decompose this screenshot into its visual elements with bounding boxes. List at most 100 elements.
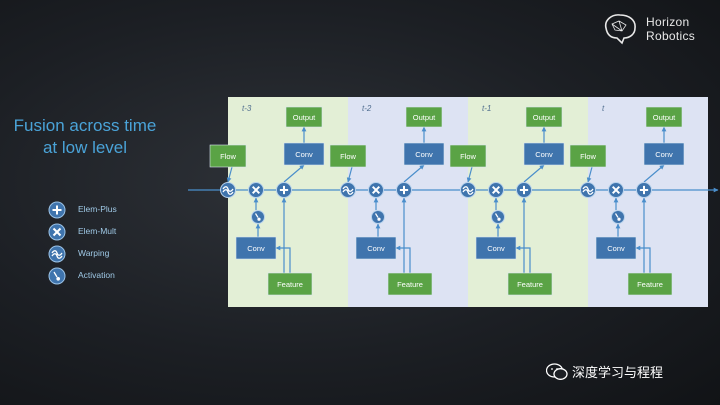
output-box-label: Output — [653, 113, 676, 122]
feature-box-shape — [627, 272, 673, 296]
time-step-panel — [588, 97, 708, 307]
output-box-shape — [285, 106, 323, 128]
flow-box-shape — [449, 144, 487, 168]
times-icon — [48, 223, 66, 241]
conv-box-label: Conv — [535, 150, 553, 159]
flow-box: Flow — [329, 144, 367, 168]
activation-icon — [611, 210, 625, 224]
activation-dot — [257, 217, 261, 221]
flow-box-label: Flow — [220, 152, 236, 161]
brain-logo-icon — [604, 14, 636, 45]
conv-box-shape — [475, 236, 517, 260]
times-icon — [608, 182, 624, 198]
conv-box-shape — [523, 142, 565, 166]
connector-line — [586, 166, 593, 183]
activation-icon — [48, 267, 66, 285]
warp-glyph — [342, 186, 354, 195]
times-icon — [488, 182, 504, 198]
conv-box: Conv — [235, 236, 277, 260]
connector-line — [226, 166, 233, 183]
plus-icon — [516, 182, 532, 198]
conv-box-label: Conv — [607, 244, 625, 253]
output-box-label: Output — [413, 113, 436, 122]
conv-box-label: Conv — [487, 244, 505, 253]
flow-box-label: Flow — [340, 152, 356, 161]
time-step-label: t-1 — [482, 104, 491, 113]
time-step-label: t-3 — [242, 104, 252, 113]
title-line-1: Fusion across time — [13, 116, 157, 135]
connector-line — [395, 245, 411, 273]
warp-icon — [580, 182, 596, 198]
times-glyph — [371, 185, 381, 195]
conv-box-shape — [283, 142, 325, 166]
conv-box: Conv — [643, 142, 685, 166]
activation-icon — [371, 210, 385, 224]
conv-box-shape — [355, 236, 397, 260]
time-step-label: t — [602, 104, 605, 113]
conv-box-shape — [595, 236, 637, 260]
activation-dot — [497, 217, 501, 221]
conv-box: Conv — [475, 236, 517, 260]
conv-box-shape — [403, 142, 445, 166]
activation-icon — [251, 210, 265, 224]
activation-glyph — [614, 213, 619, 218]
activation-dot — [377, 217, 381, 221]
connector-line — [275, 245, 291, 273]
conv-box-label: Conv — [367, 244, 385, 253]
output-box-shape — [525, 106, 563, 128]
warp-icon — [340, 182, 356, 198]
legend-label: Elem-Plus — [78, 204, 117, 214]
time-step-panel — [228, 97, 348, 307]
legend-item-activation: Activation — [46, 266, 146, 288]
plus-glyph — [519, 185, 529, 195]
output-box: Output — [405, 106, 443, 128]
plus-icon — [636, 182, 652, 198]
slide-title: Fusion across time at low level — [0, 115, 170, 159]
connector-line — [515, 245, 531, 273]
output-box-label: Output — [533, 113, 556, 122]
warp-icon — [220, 182, 236, 198]
feature-box-shape — [507, 272, 553, 296]
times-glyph — [251, 185, 261, 195]
feature-box-shape — [387, 272, 433, 296]
connector-line — [283, 164, 305, 183]
output-box-shape — [405, 106, 443, 128]
footer-text: 深度学习与程程 — [572, 365, 664, 380]
title-line-2: at low level — [42, 138, 128, 157]
flow-box: Flow — [209, 144, 247, 168]
activation-glyph — [494, 213, 499, 218]
activation-glyph — [254, 213, 259, 218]
conv-box: Conv — [595, 236, 637, 260]
flow-box: Flow — [449, 144, 487, 168]
output-box: Output — [525, 106, 563, 128]
conv-box-shape — [643, 142, 685, 166]
feature-box-shape — [267, 272, 313, 296]
output-box-label: Output — [293, 113, 316, 122]
time-step-panel — [468, 97, 588, 307]
output-box-shape — [645, 106, 683, 128]
connector-line — [635, 245, 651, 273]
connector-line — [523, 164, 545, 183]
feature-box-label: Feature — [397, 280, 423, 289]
plus-icon — [48, 201, 66, 219]
time-step-label: t-2 — [362, 104, 372, 113]
conv-box: Conv — [523, 142, 565, 166]
feature-box: Feature — [627, 272, 673, 296]
flow-box-shape — [209, 144, 247, 168]
times-glyph — [491, 185, 501, 195]
legend-item-warping: Warping — [46, 244, 146, 266]
footer-watermark: 深度学习与程程 — [545, 362, 664, 381]
feature-box-label: Feature — [517, 280, 543, 289]
warp-icon — [48, 245, 66, 263]
conv-box: Conv — [283, 142, 325, 166]
connector-line — [466, 166, 473, 183]
activation-icon — [491, 210, 505, 224]
plus-icon — [276, 182, 292, 198]
wechat-icon — [545, 362, 568, 380]
legend-label: Elem-Mult — [78, 226, 117, 236]
legend-item-elem-plus: Elem-Plus — [46, 200, 146, 222]
conv-box-shape — [235, 236, 277, 260]
warp-glyph — [222, 186, 234, 195]
legend-label: Warping — [78, 248, 110, 258]
